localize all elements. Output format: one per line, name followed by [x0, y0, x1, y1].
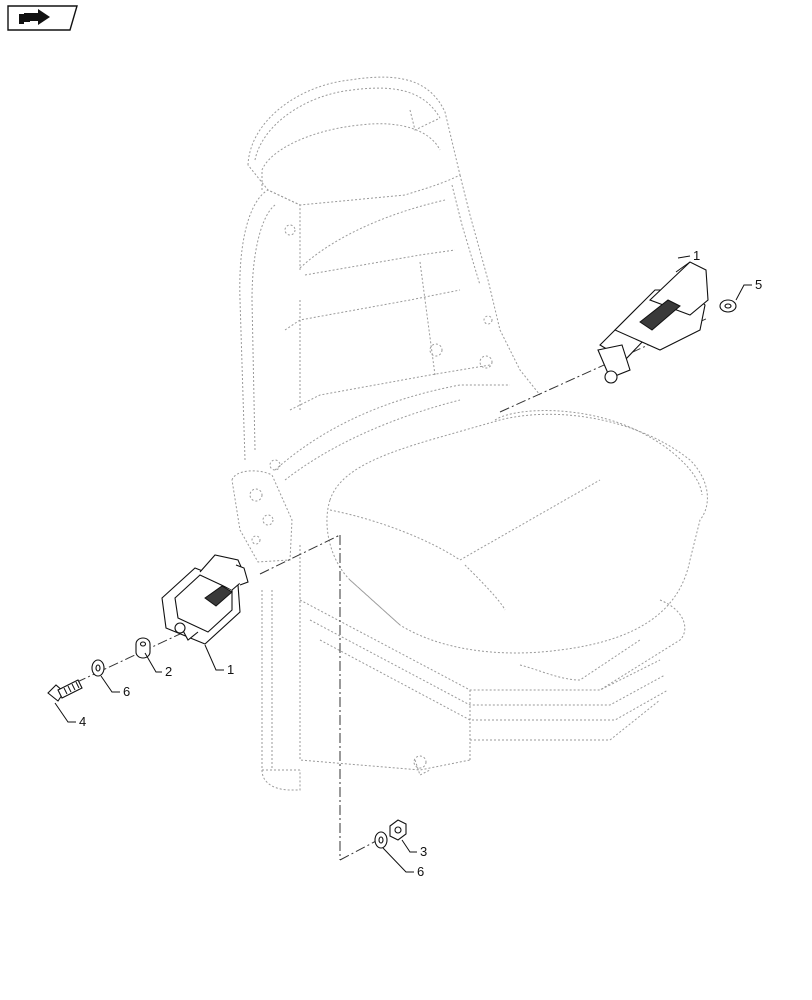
centerline-bolt	[59, 619, 211, 691]
seat-belt-buckle[interactable]	[161, 554, 249, 645]
nut[interactable]	[389, 819, 407, 841]
callout-washer-bottom: 6	[417, 864, 424, 879]
seat-belt-tongue[interactable]	[597, 261, 709, 384]
callout-washer-left: 6	[123, 684, 130, 699]
leader-spacer	[144, 652, 162, 673]
callout-washer-right: 5	[755, 277, 762, 292]
seat-ghost-outline	[231, 76, 708, 791]
washer-left[interactable]	[91, 659, 105, 677]
leader-nut	[401, 839, 417, 853]
callout-spacer: 2	[165, 664, 172, 679]
leader-washer-right	[735, 284, 752, 301]
arrow-hand-icon[interactable]	[7, 5, 78, 31]
leader-washer-bottom	[382, 847, 414, 873]
callout-belt: 1	[693, 248, 700, 263]
callout-bolt: 4	[79, 714, 86, 729]
bolt[interactable]	[47, 679, 83, 702]
washer-bottom[interactable]	[374, 831, 388, 849]
spacer[interactable]	[135, 637, 151, 659]
leader-belt	[677, 255, 691, 259]
leader-buckle	[204, 644, 224, 671]
centerline-buckle	[259, 534, 341, 575]
leader-washer-left	[100, 675, 120, 693]
centerline-bottom	[339, 839, 379, 861]
washer-right[interactable]	[719, 299, 737, 313]
callout-nut: 3	[420, 844, 427, 859]
callout-buckle: 1	[227, 662, 234, 677]
leader-bolt	[54, 702, 76, 723]
